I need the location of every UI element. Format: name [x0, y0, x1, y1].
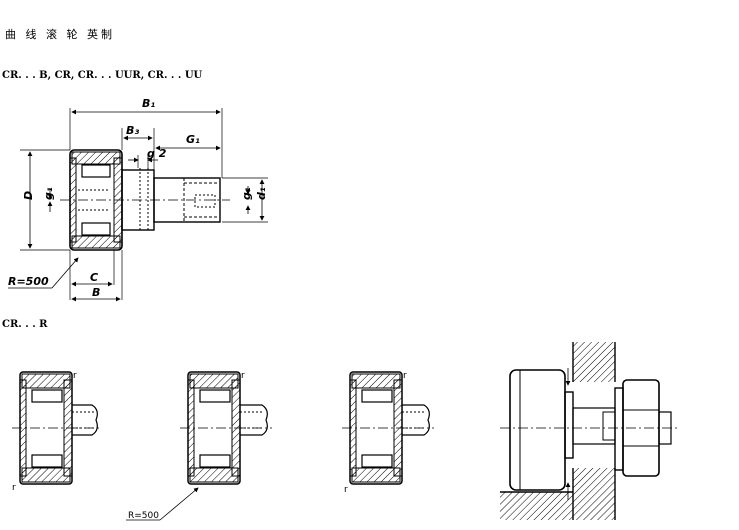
- hex-socket: [194, 194, 216, 208]
- page-title: 曲 线 滚 轮 英制: [5, 28, 115, 41]
- dim-g2: g 2: [147, 147, 167, 160]
- mount1-r-bottom: r: [12, 483, 16, 493]
- ring-top-hatch: [71, 151, 121, 165]
- roller-bottom: [81, 222, 111, 236]
- mount3-r-top: r: [403, 371, 407, 381]
- dim-G1: G₁: [186, 133, 200, 146]
- mount-drawing-1: [12, 371, 102, 485]
- dim-R: R=500: [8, 275, 49, 288]
- dim-B: B: [92, 286, 100, 299]
- mount2-R500: R=500: [128, 511, 159, 521]
- roller-top: [81, 164, 111, 178]
- series-label: CR. . . B, CR, CR. . . UUR, CR. . . UU: [2, 70, 203, 81]
- dim-D: D: [22, 191, 35, 200]
- ring-bottom-hatch: [71, 235, 121, 249]
- section-label: CR. . . R: [2, 319, 48, 330]
- dim-B1: B₁: [142, 97, 155, 110]
- mount3-r-bottom: r: [344, 485, 348, 495]
- dim-C: C: [90, 271, 98, 284]
- dim-g1-left: g₁: [42, 187, 55, 200]
- dim-B3: B₃: [126, 124, 139, 137]
- dim-g1-right: g₁: [240, 187, 253, 200]
- mount-drawing-3: [342, 371, 434, 485]
- mount1-r-top: r: [73, 371, 77, 381]
- mount2-r-top: r: [241, 371, 245, 381]
- main-cam-follower-drawing: [8, 108, 268, 302]
- dim-d1: d₁: [255, 187, 268, 200]
- mount-drawing-4: [500, 342, 680, 520]
- mount-drawing-2: [126, 371, 272, 521]
